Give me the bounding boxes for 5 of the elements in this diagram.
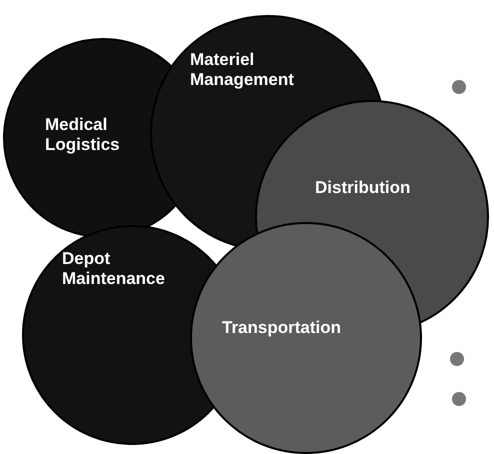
circle-label: Materiel Management (190, 50, 340, 90)
circle-label: Depot Maintenance (62, 249, 212, 289)
circle-label: Transportation (222, 318, 342, 338)
circle-label: Distribution (315, 178, 410, 198)
circle-label: Medical Logistics (45, 115, 165, 155)
